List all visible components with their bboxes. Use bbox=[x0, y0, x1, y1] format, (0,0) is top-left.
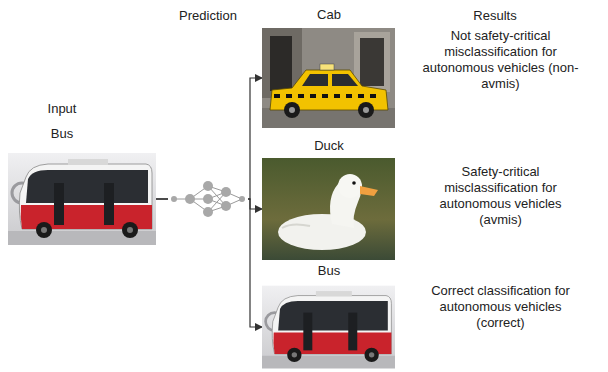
image-label: Bus bbox=[51, 126, 73, 141]
image-label: Duck bbox=[314, 138, 344, 153]
result-text: Correct classification for autonomous ve… bbox=[418, 283, 583, 331]
result-text: Not safety-critical misclassification fo… bbox=[418, 28, 583, 92]
duck-photo bbox=[262, 158, 395, 260]
image-node: Bus bbox=[262, 284, 395, 370]
image-label: Input bbox=[48, 101, 77, 116]
bus-photo bbox=[262, 284, 395, 370]
result-text: Safety-critical misclassification for au… bbox=[418, 164, 583, 228]
image-node: Duck bbox=[262, 158, 395, 260]
cab-photo bbox=[262, 28, 395, 128]
image-label: Bus bbox=[318, 263, 340, 278]
column-heading: Results bbox=[445, 8, 545, 24]
bus-photo bbox=[8, 153, 156, 245]
image-node: Cab bbox=[262, 28, 395, 128]
neural-network-icon bbox=[168, 176, 248, 222]
column-heading: Prediction bbox=[168, 8, 248, 24]
image-node: InputBus bbox=[8, 153, 156, 245]
image-label: Cab bbox=[317, 7, 341, 22]
